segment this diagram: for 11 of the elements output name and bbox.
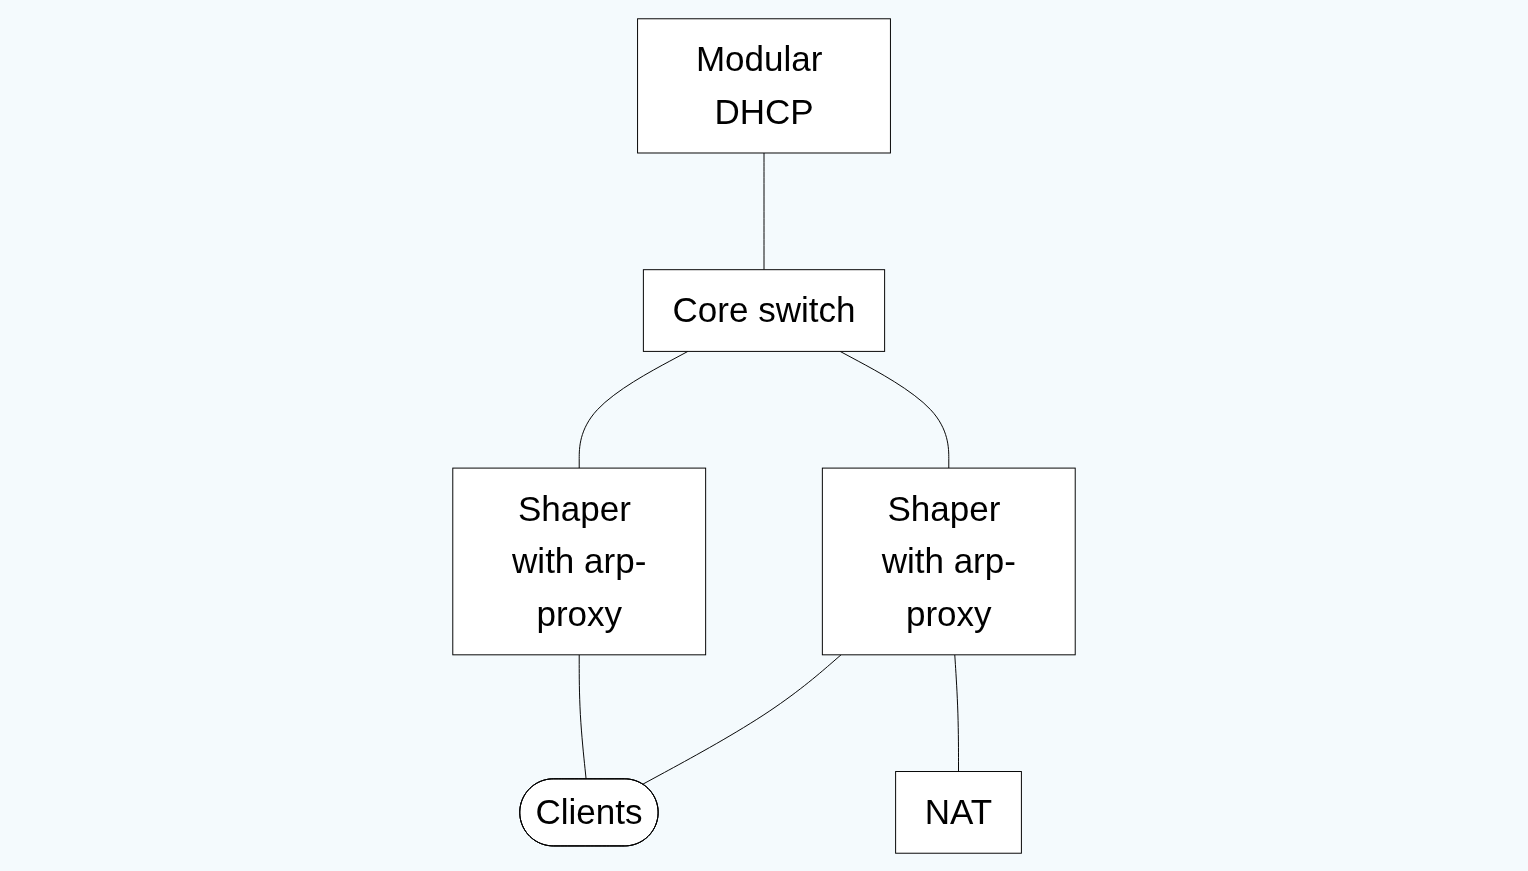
connector	[578, 653, 587, 780]
node-box: Shaper with arp-proxy	[452, 467, 707, 655]
connector	[763, 152, 765, 270]
node-box: Modular DHCP	[637, 17, 891, 153]
connector	[954, 653, 959, 772]
node-box: Core switch	[642, 268, 886, 352]
node-box: NAT	[895, 770, 1022, 854]
node-box: Shaper with arp-proxy	[821, 467, 1076, 655]
connector	[578, 350, 689, 469]
connector	[839, 350, 950, 469]
connector	[642, 653, 842, 785]
